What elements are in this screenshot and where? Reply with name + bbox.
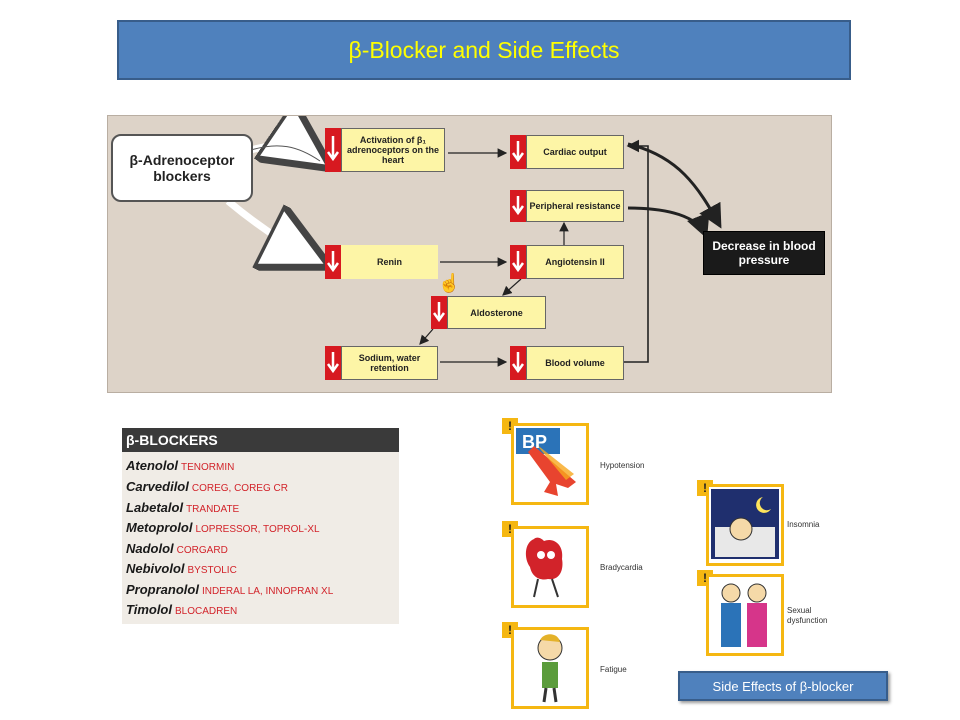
page-title: β-Blocker and Side Effects [348,36,620,63]
drug-brand: COREG, COREG CR [191,483,288,494]
drug-name: Nebivolol [126,561,185,576]
drug-name: Carvedilol [126,479,189,494]
title-bar: β-Blocker and Side Effects [117,20,851,80]
box-cardiac-output: Cardiac output [526,135,624,169]
drug-name: Atenolol [126,458,178,473]
down-arrow-icon [431,296,447,329]
side-effects-button[interactable]: Side Effects of β-blocker [678,671,888,701]
drug-name: Propranolol [126,582,199,597]
bradycardia-label: Bradycardia [600,563,643,572]
box-peripheral-resistance: Peripheral resistance [526,190,624,222]
drug-brand: BLOCADREN [174,606,238,617]
down-arrow-icon [325,245,341,279]
down-arrow-icon [325,346,341,380]
svg-text:BP: BP [522,432,547,452]
box-activation: Activation of β₁ adrenoceptors on the he… [341,128,445,172]
table-header: β-BLOCKERS [122,428,399,452]
drug-brand: TENORMIN [181,462,235,473]
down-arrow-icon [510,190,526,222]
drug-brand: LOPRESSOR, TOPROL-XL [195,524,320,535]
sexual-dysfunction-label: Sexual dysfunction [787,606,828,625]
box-sodium-retention: Sodium, water retention [341,346,438,380]
hypotension-icon: BP [511,423,589,505]
insomnia-label: Insomnia [787,520,820,529]
down-arrow-icon [510,135,526,169]
box-aldosterone: Aldosterone [447,296,546,329]
diagram-connectors [225,116,722,367]
insomnia-icon [706,484,784,566]
drug-brand: INDERAL LA, INNOPRAN XL [201,586,334,597]
drug-brand: TRANDATE [186,504,240,515]
beta-blocker-callout: β-Adrenoceptor blockers [111,134,253,202]
down-arrow-icon [510,346,526,380]
mechanism-diagram: β-Adrenoceptor blockers Activation of β₁… [107,115,832,393]
fatigue-icon [511,627,589,709]
bp-drop-icon: BP [516,428,576,496]
drug-name: Metoprolol [126,520,193,535]
box-blood-volume: Blood volume [526,346,624,380]
hypotension-label: Hypotension [600,461,645,470]
hand-cursor-icon: ☝ [438,273,461,293]
down-arrow-icon [325,128,341,172]
box-renin: Renin [341,245,438,279]
drug-brand: BYSTOLIC [187,565,237,576]
bradycardia-icon [511,526,589,608]
drug-name: Nadolol [126,541,174,556]
box-decrease-blood-pressure: Decrease in blood pressure [703,231,825,275]
drug-brand: CORGARD [176,545,228,556]
fatigue-label: Fatigue [600,665,627,674]
box-angiotensin: Angiotensin II [526,245,624,279]
down-arrow-icon [510,245,526,279]
drug-name: Labetalol [126,500,184,515]
drug-name: Timolol [126,602,172,617]
sexual-dysfunction-icon [706,574,784,656]
